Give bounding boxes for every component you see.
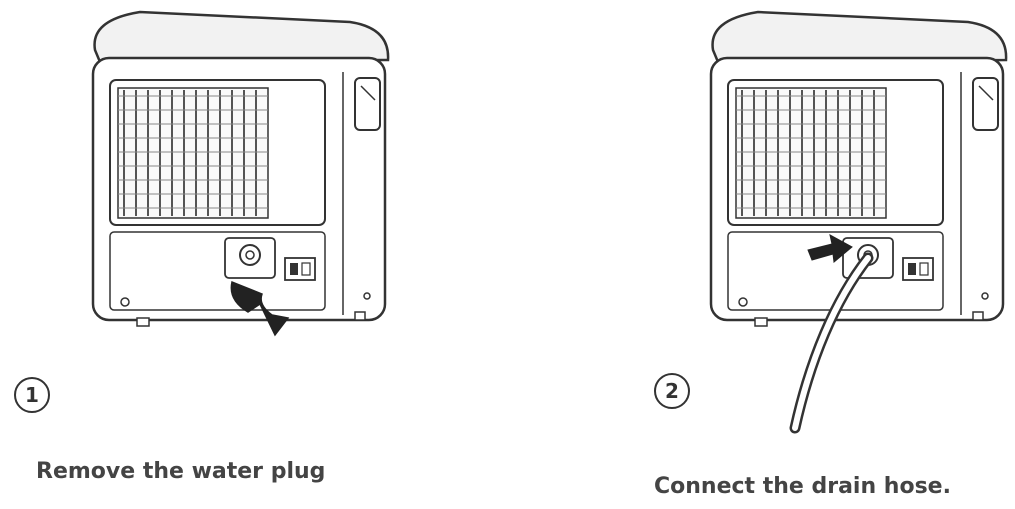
step-caption-2: Connect the drain hose. [654,474,951,499]
step-number-1: 1 [14,377,50,413]
insert-hose-arrow-icon [807,234,853,263]
step-caption-1: Remove the water plug [36,459,326,484]
remove-plug-arrow-icon [230,280,290,337]
unit-1-illustration [91,10,390,337]
unit-2-illustration [709,10,1008,434]
step-number-2: 2 [654,373,690,409]
